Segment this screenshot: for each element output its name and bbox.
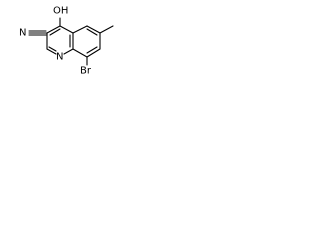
hydroxyl-label: OH [53,6,68,17]
bond-c6-methyl [99,25,114,34]
bond-c5-c6-inner [86,28,98,36]
bond-c7-c8-inner [86,46,98,54]
bond-c5-c6 [86,25,101,34]
bond-c8a-n1 [63,48,74,55]
bromine-label: Br [80,66,92,77]
bond-n1-c2 [46,48,57,55]
bond-c3-c4 [46,25,61,34]
bond-n1-c2-inner [48,46,57,52]
bond-c4a-c5 [72,25,88,34]
ring-nitrogen-label: N [56,52,63,63]
chemical-structure: OH N N Br [19,6,114,77]
bond-c4-c4a [59,25,74,34]
bond-c3-c4-inner [49,28,61,36]
bond-c7-c8 [86,48,101,58]
nitrile-nitrogen-label: N [19,28,26,39]
bond-c8-c8a [72,48,88,58]
